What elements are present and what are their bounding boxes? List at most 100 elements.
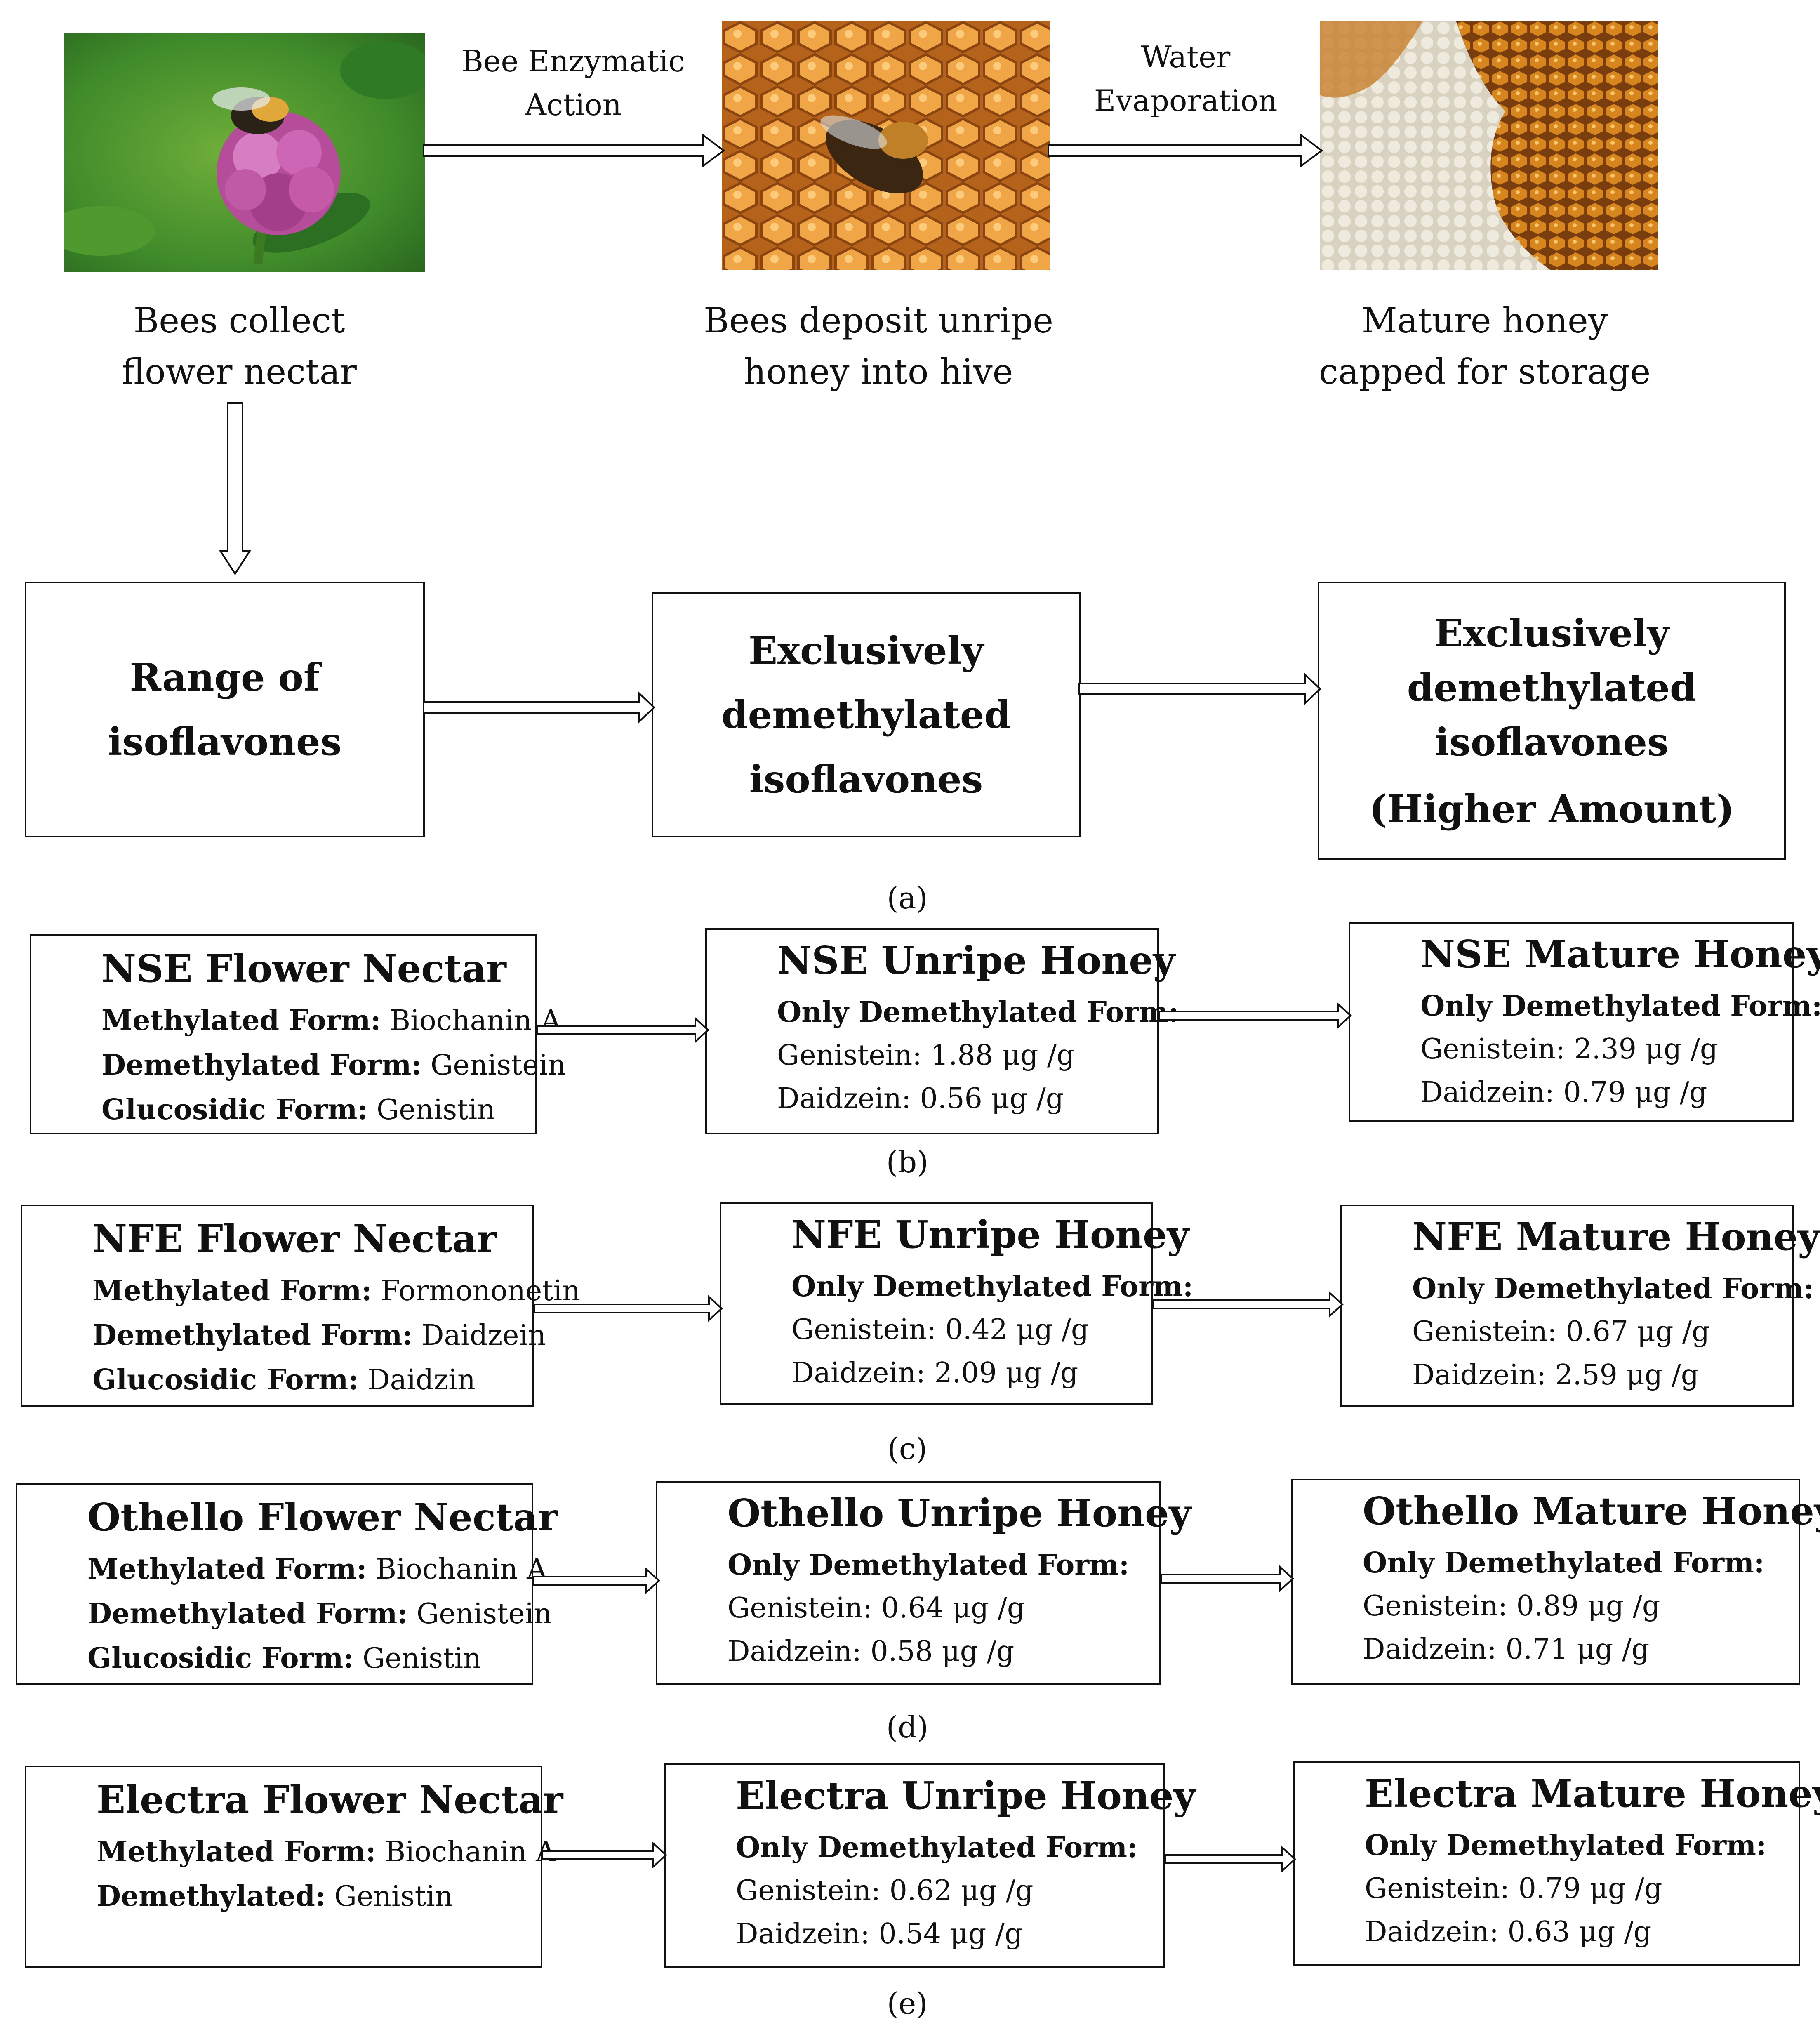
arrow-nectar-down — [219, 402, 252, 575]
concentration-line: Genistein: 0.79 μg /g — [1365, 1872, 1662, 1905]
concentration-line: Genistein: 1.88 μg /g — [777, 1039, 1075, 1072]
unripe-honey-title: Othello Unripe Honey — [728, 1491, 1191, 1535]
nectar-form-line: Glucosidic Form: Genistin — [87, 1642, 481, 1675]
form-label: Methylated Form: — [87, 1553, 367, 1586]
panel-label: (b) — [886, 1145, 929, 1179]
form-label: Demethylated Form: — [101, 1049, 422, 1082]
arrow-unripe-to-mature — [1164, 1846, 1296, 1872]
form-value: Biochanin A — [385, 1836, 556, 1868]
nectar-form-line: Methylated Form: Biochanin A — [87, 1553, 547, 1586]
box-range-isoflavones: Range of isoflavones — [25, 582, 425, 837]
form-value: Genistin — [334, 1880, 453, 1913]
unripe-honey-title: Electra Unripe Honey — [736, 1773, 1196, 1818]
nectar-form-line: Glucosidic Form: Daidzin — [92, 1363, 476, 1396]
nectar-form-line: Demethylated Form: Genistein — [87, 1597, 552, 1630]
nectar-title: Electra Flower Nectar — [97, 1777, 563, 1822]
arrow-label-enzymatic: Bee Enzymatic Action — [461, 44, 685, 122]
form-value: Daidzin — [367, 1364, 476, 1396]
mature-honey-title: NFE Mature Honey — [1412, 1214, 1820, 1259]
mature-honey-title: NSE Mature Honey — [1420, 932, 1820, 976]
arrow-unripe-to-mature — [1160, 1565, 1294, 1592]
unripe-honey-title: NFE Unripe Honey — [791, 1212, 1189, 1257]
caption-mature-honey: Mature honey capped for storage — [1318, 300, 1651, 392]
form-label: Demethylated: — [97, 1880, 326, 1913]
nectar-form-line: Demethylated: Genistin — [97, 1880, 453, 1913]
concentration-line: Daidzein: 2.59 μg /g — [1412, 1359, 1699, 1391]
form-label: Methylated Form: — [92, 1274, 372, 1307]
form-value: Genistein — [417, 1598, 552, 1630]
form-label: Glucosidic Form: — [87, 1642, 354, 1675]
arrow-box1-to-box2 — [423, 691, 655, 724]
unripe-honey-subtitle: Only Demethylated Form: — [791, 1270, 1194, 1303]
concentration-line: Genistein: 2.39 μg /g — [1420, 1033, 1718, 1066]
arrow-unripe-to-mature — [1158, 1002, 1352, 1029]
flower-nectar-photo — [64, 33, 425, 272]
form-label: Methylated Form: — [97, 1835, 376, 1868]
form-value: Daidzein — [421, 1319, 546, 1352]
nectar-form-line: Glucosidic Form: Genistin — [101, 1093, 495, 1126]
arrow-nectar-to-unripe — [536, 1017, 709, 1043]
form-value: Genistin — [377, 1094, 495, 1126]
concentration-line: Daidzein: 0.79 μg /g — [1420, 1076, 1707, 1109]
mature-honey-title: Electra Mature Honey — [1365, 1771, 1820, 1816]
caption-unripe-honey: Bees deposit unripe honey into hive — [704, 300, 1053, 392]
box-demethylated-higher-amount: Exclusively demethylated isoflavones (Hi… — [1318, 582, 1786, 860]
concentration-line: Daidzein: 2.09 μg /g — [791, 1357, 1078, 1389]
concentration-line: Genistein: 0.89 μg /g — [1363, 1590, 1660, 1622]
nectar-form-line: Methylated Form: Biochanin A — [101, 1004, 561, 1037]
panel-label: (c) — [887, 1431, 928, 1466]
arrow-label-evaporation: Water Evaporation — [1094, 40, 1278, 118]
arrow-nectar-to-unripe — [542, 1842, 667, 1868]
unripe-honey-subtitle: Only Demethylated Form: — [736, 1831, 1138, 1864]
nectar-form-line: Demethylated Form: Daidzein — [92, 1319, 546, 1352]
panel-label: (e) — [887, 1986, 928, 2021]
nectar-form-line: Demethylated Form: Genistein — [101, 1049, 566, 1082]
concentration-line: Daidzein: 0.56 μg /g — [777, 1082, 1064, 1115]
form-label: Methylated Form: — [101, 1004, 381, 1037]
unripe-honey-title: NSE Unripe Honey — [777, 938, 1175, 983]
arrow-nectar-to-unripe — [532, 1568, 660, 1594]
nectar-title: NSE Flower Nectar — [101, 946, 506, 991]
unripe-honey-subtitle: Only Demethylated Form: — [728, 1549, 1130, 1582]
panel-label: (d) — [886, 1710, 929, 1744]
nectar-title: Othello Flower Nectar — [87, 1495, 558, 1539]
caption-flower-nectar: Bees collect flower nectar — [122, 300, 357, 392]
form-label: Glucosidic Form: — [101, 1093, 368, 1126]
arrow-nectar-to-unripe — [423, 134, 725, 167]
arrow-box2-to-box3 — [1078, 673, 1321, 705]
form-value: Genistein — [431, 1049, 566, 1082]
form-label: Demethylated Form: — [87, 1597, 408, 1630]
form-value: Biochanin A — [390, 1004, 561, 1037]
unripe-honey-subtitle: Only Demethylated Form: — [777, 996, 1179, 1029]
concentration-line: Daidzein: 0.71 μg /g — [1363, 1633, 1650, 1666]
form-value: Biochanin A — [376, 1553, 547, 1586]
concentration-line: Daidzein: 0.54 μg /g — [736, 1918, 1023, 1950]
mature-honey-title: Othello Mature Honey — [1363, 1489, 1820, 1533]
unripe-honey-photo — [722, 21, 1050, 270]
arrow-nectar-to-unripe — [533, 1295, 723, 1322]
panel-label-a: (a) — [887, 881, 928, 915]
arrow-unripe-to-mature — [1152, 1291, 1344, 1318]
mature-honey-subtitle: Only Demethylated Form: — [1365, 1829, 1767, 1862]
form-value: Formononetin — [381, 1275, 581, 1307]
concentration-line: Genistein: 0.64 μg /g — [728, 1592, 1025, 1624]
form-label: Demethylated Form: — [92, 1319, 413, 1352]
mature-honey-subtitle: Only Demethylated Form: — [1412, 1272, 1814, 1305]
box-exclusively-demethylated: Exclusively demethylated isoflavones — [652, 592, 1081, 837]
mature-honey-subtitle: Only Demethylated Form: — [1363, 1546, 1765, 1579]
arrow-unripe-to-mature — [1048, 134, 1323, 167]
form-label: Glucosidic Form: — [92, 1363, 359, 1396]
concentration-line: Genistein: 0.42 μg /g — [791, 1313, 1089, 1346]
nectar-form-line: Methylated Form: Biochanin A — [97, 1835, 556, 1868]
concentration-line: Genistein: 0.67 μg /g — [1412, 1315, 1710, 1348]
